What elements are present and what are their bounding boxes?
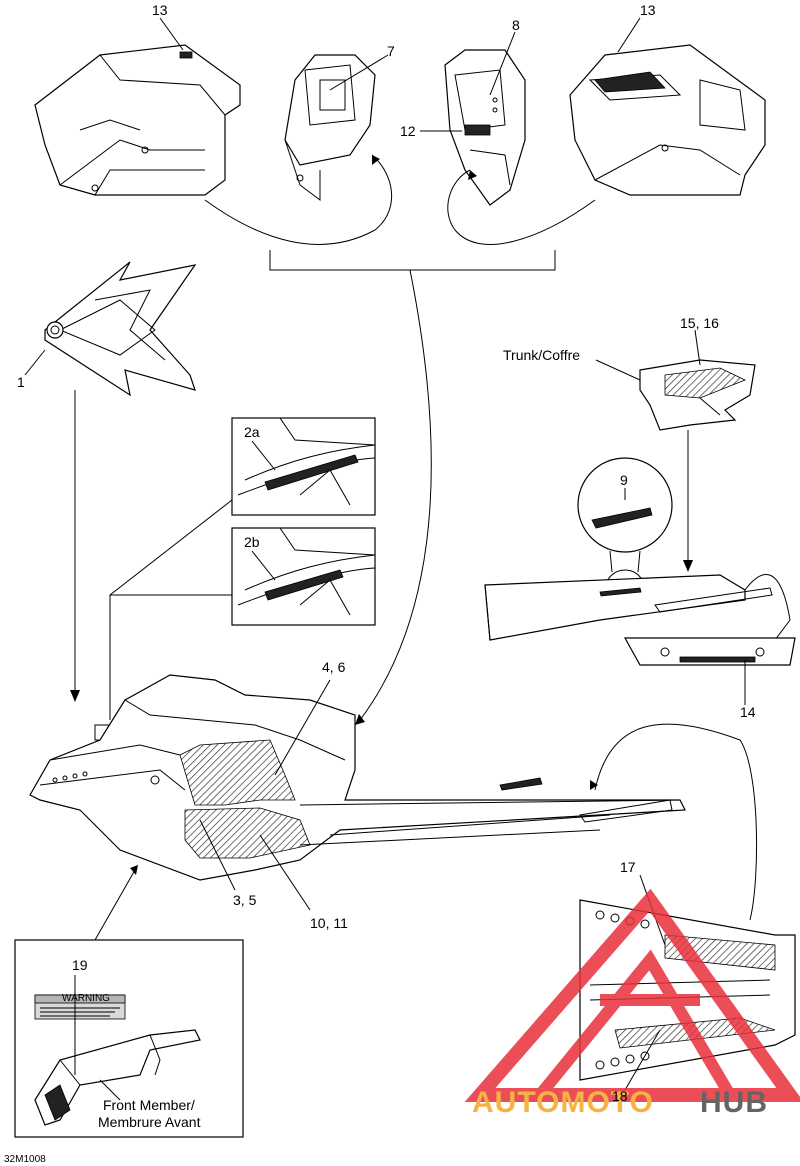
left-side-panel (34, 44, 241, 196)
snowmobile-body (29, 674, 686, 881)
inset-2b (231, 527, 376, 626)
badge-9-detail (577, 457, 673, 611)
callout-10-11: 10, 11 (310, 915, 348, 931)
callout-13a: 13 (152, 2, 168, 18)
front-member-box (14, 939, 244, 1138)
watermark-text-2: HUB (700, 1086, 768, 1119)
tunnel-rail (484, 574, 773, 641)
callout-18: 18 (612, 1088, 628, 1104)
callout-14: 14 (740, 704, 756, 720)
callout-9: 9 (620, 472, 628, 488)
front-hood (44, 261, 197, 397)
callout-17: 17 (620, 859, 636, 875)
callout-2a: 2a (244, 424, 260, 440)
callout-13b: 13 (640, 2, 656, 18)
callout-19: 19 (72, 957, 88, 973)
warning-label: WARNING (62, 993, 110, 1004)
dash-panel-7 (284, 54, 376, 201)
right-side-panel (569, 44, 766, 196)
callout-trunk: Trunk/Coffre (503, 347, 580, 363)
callout-1: 1 (17, 374, 25, 390)
callout-15-16: 15, 16 (680, 315, 719, 331)
callout-2b: 2b (244, 534, 260, 550)
callout-front-member-fr: Membrure Avant (98, 1114, 201, 1130)
callout-8: 8 (512, 17, 520, 33)
watermark-text-1: AUTOMOTO (472, 1086, 654, 1119)
figure-code: 32M1008 (4, 1154, 46, 1165)
trunk (639, 359, 756, 431)
callout-front-member-en: Front Member/ (103, 1097, 195, 1113)
callout-3-5: 3, 5 (233, 892, 257, 908)
callout-4-6: 4, 6 (322, 659, 346, 675)
dash-panel-8 (444, 49, 526, 206)
inset-2a (231, 417, 376, 516)
watermark-logo: AUTOMOTO HUB (464, 888, 800, 1119)
callout-7: 7 (387, 43, 395, 59)
callout-12: 12 (400, 123, 416, 139)
rear-bumper (623, 637, 796, 666)
